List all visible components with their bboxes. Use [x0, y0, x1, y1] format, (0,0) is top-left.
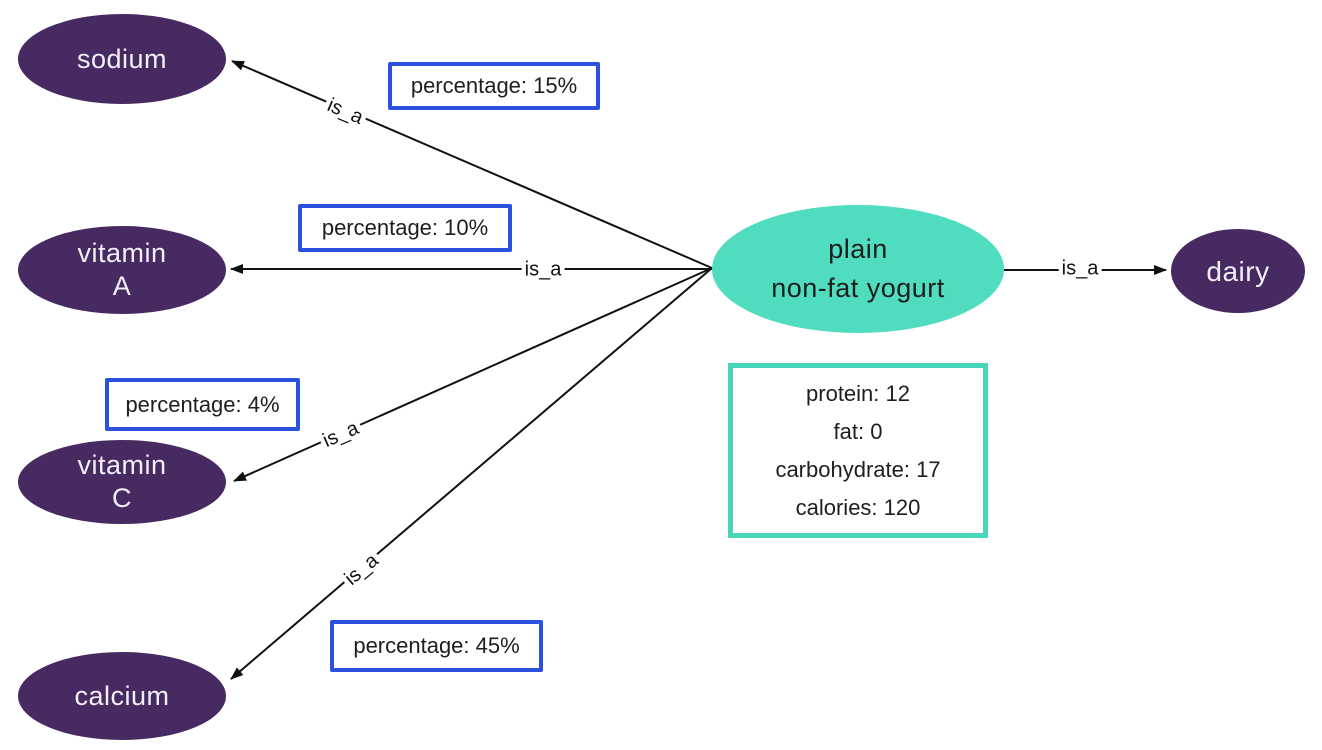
- node-dairy: dairy: [1171, 229, 1305, 313]
- node-yogurt-line1: plain: [828, 234, 888, 264]
- nutrition-line-calories: calories: 120: [795, 494, 921, 520]
- node-calcium: calcium: [18, 652, 226, 740]
- nutrition-line-protein: protein: 12: [806, 380, 910, 406]
- node-vitamin-c: vitamin C: [18, 440, 226, 524]
- edge-yogurt-calcium: [230, 267, 713, 680]
- node-calcium-label: calcium: [74, 680, 170, 711]
- attribute-text-vitamin-c: percentage: 4%: [125, 391, 280, 417]
- edge-label-is-a-dairy: is_a: [1058, 257, 1102, 281]
- attribute-box-percentage-sodium: percentage: 15%: [388, 62, 600, 110]
- node-yogurt-line2: non-fat yogurt: [771, 273, 945, 303]
- attribute-box-percentage-vitamin-c: percentage: 4%: [105, 378, 300, 431]
- node-sodium-label: sodium: [76, 43, 168, 74]
- node-vitamin-c-line1: vitamin: [77, 450, 167, 480]
- attribute-box-percentage-calcium: percentage: 45%: [330, 620, 543, 672]
- node-sodium: sodium: [18, 14, 226, 104]
- attribute-text-vitamin-a: percentage: 10%: [321, 215, 489, 240]
- node-vitamin-c-line2: C: [112, 483, 132, 513]
- edge-yogurt-vitamin-c: [233, 267, 713, 482]
- attribute-box-percentage-vitamin-a: percentage: 10%: [298, 204, 512, 252]
- attribute-text-calcium: percentage: 45%: [353, 633, 520, 658]
- nutrition-line-carbohydrate: carbohydrate: 17: [775, 456, 941, 482]
- node-vitamin-a: vitamin A: [18, 226, 226, 314]
- node-plain-non-fat-yogurt: plain non-fat yogurt: [712, 205, 1004, 333]
- edge-label-is-a-vitamin-a: is_a: [521, 258, 565, 282]
- nutrition-info-box: protein: 12 fat: 0 carbohydrate: 17 calo…: [728, 363, 988, 538]
- attribute-text-sodium: percentage: 15%: [410, 73, 578, 98]
- nutrition-line-fat: fat: 0: [833, 418, 883, 444]
- node-dairy-label: dairy: [1206, 255, 1270, 287]
- edge-yogurt-sodium: [231, 60, 713, 269]
- node-vitamin-a-line1: vitamin: [77, 238, 167, 268]
- node-vitamin-a-line2: A: [112, 271, 132, 301]
